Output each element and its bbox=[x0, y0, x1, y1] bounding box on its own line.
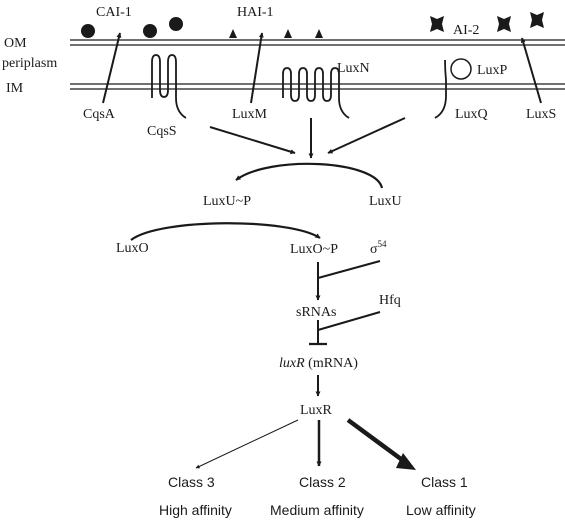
outer-membrane bbox=[70, 39, 565, 46]
luxR-mrna-label: luxR (mRNA) bbox=[279, 356, 358, 371]
luxP-protein bbox=[450, 58, 472, 80]
cai1-label: CAI-1 bbox=[96, 5, 132, 20]
luxM-synthesis-arrow bbox=[250, 32, 264, 104]
class2-label: Class 2 bbox=[299, 474, 346, 490]
class2-affinity-label: Medium affinity bbox=[270, 502, 364, 518]
cai1-molecules bbox=[81, 17, 183, 38]
ai2-molecules bbox=[430, 12, 544, 32]
periplasm-label: periplasm bbox=[2, 56, 57, 71]
im-label: IM bbox=[6, 81, 24, 96]
luxO-label: LuxO bbox=[116, 241, 149, 256]
luxO-phosphorylation-arc bbox=[130, 222, 321, 241]
hfq-label: Hfq bbox=[379, 293, 401, 308]
cqsA-label: CqsA bbox=[83, 107, 116, 122]
luxN-label: LuxN bbox=[337, 61, 370, 76]
luxS-label: LuxS bbox=[526, 107, 556, 122]
hai1-label: HAI-1 bbox=[237, 5, 274, 20]
om-label: OM bbox=[4, 36, 27, 51]
inner-membrane bbox=[70, 83, 565, 90]
cqsS-to-luxU-arrow bbox=[209, 126, 296, 155]
luxR-to-class3-arrow bbox=[195, 419, 299, 469]
luxU-phosphorylation-arc bbox=[235, 162, 384, 189]
luxR-to-class1-arrowhead bbox=[396, 453, 416, 470]
luxOP-label: LuxO~P bbox=[290, 242, 338, 257]
luxQ-to-luxU-arrow bbox=[327, 117, 406, 154]
hai1-molecules bbox=[229, 29, 323, 38]
class1-label: Class 1 bbox=[421, 474, 468, 490]
class1-affinity-label: Low affinity bbox=[406, 502, 476, 518]
luxQ-label: LuxQ bbox=[455, 107, 488, 122]
class3-label: Class 3 bbox=[168, 474, 215, 490]
luxU-label: LuxU bbox=[369, 194, 402, 209]
ai2-label: AI-2 bbox=[453, 23, 479, 38]
luxN-receptor bbox=[282, 67, 350, 119]
luxR-to-class1-shaft bbox=[346, 418, 407, 464]
srnas-label: sRNAs bbox=[296, 305, 336, 320]
luxM-label: LuxM bbox=[232, 107, 268, 122]
cqsA-synthesis-arrow bbox=[102, 32, 122, 104]
cqsS-receptor bbox=[151, 54, 187, 119]
luxUP-label: LuxU~P bbox=[203, 194, 251, 209]
luxQ-receptor bbox=[434, 59, 447, 119]
hfq-input-line bbox=[317, 311, 381, 331]
sigma54-label: σ54 bbox=[370, 239, 387, 257]
class3-affinity-label: High affinity bbox=[159, 502, 232, 518]
sigma54-input-line bbox=[317, 260, 381, 279]
luxP-label: LuxP bbox=[477, 63, 508, 78]
luxR-protein-label: LuxR bbox=[300, 403, 333, 418]
luxS-synthesis-arrow bbox=[520, 37, 542, 104]
cqsS-label: CqsS bbox=[147, 124, 177, 139]
